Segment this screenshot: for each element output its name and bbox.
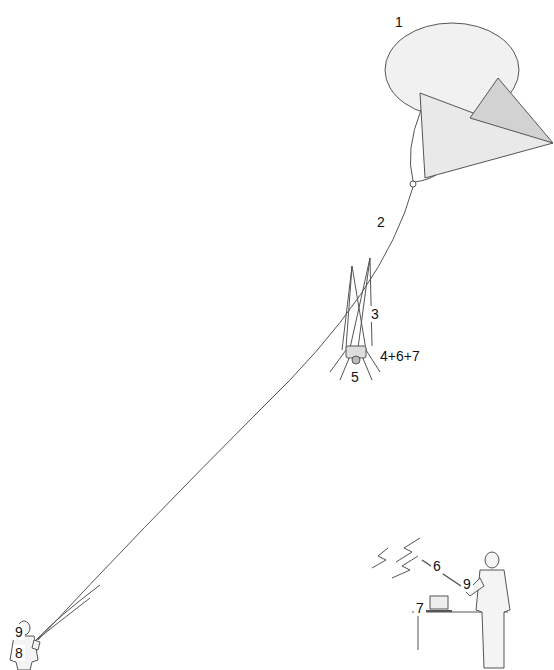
callout-number: 3 <box>369 306 381 322</box>
operator-person <box>466 552 510 668</box>
kite-line <box>38 187 413 640</box>
kite-line-reel <box>34 585 100 642</box>
radio-waves <box>372 538 420 578</box>
camera-lens <box>352 356 360 364</box>
callout-number: 2 <box>375 214 387 230</box>
laptop-base <box>426 610 452 612</box>
callout-number: 9 <box>13 624 25 640</box>
callout-number: 4+6+7 <box>378 348 422 364</box>
kite-fin <box>470 78 553 143</box>
callout-number: 6 <box>431 558 443 574</box>
callout-number: 8 <box>13 645 25 661</box>
kite-bridle <box>410 110 436 182</box>
kite-flyer-person <box>10 621 40 670</box>
callout-number: 7 <box>414 600 426 616</box>
callout-number: 9 <box>461 576 473 592</box>
bridle-ring <box>410 181 416 187</box>
callout-number: 5 <box>349 369 361 385</box>
picavet-lines <box>342 258 372 350</box>
laptop-screen <box>430 596 448 609</box>
callout-number: 1 <box>393 14 405 30</box>
